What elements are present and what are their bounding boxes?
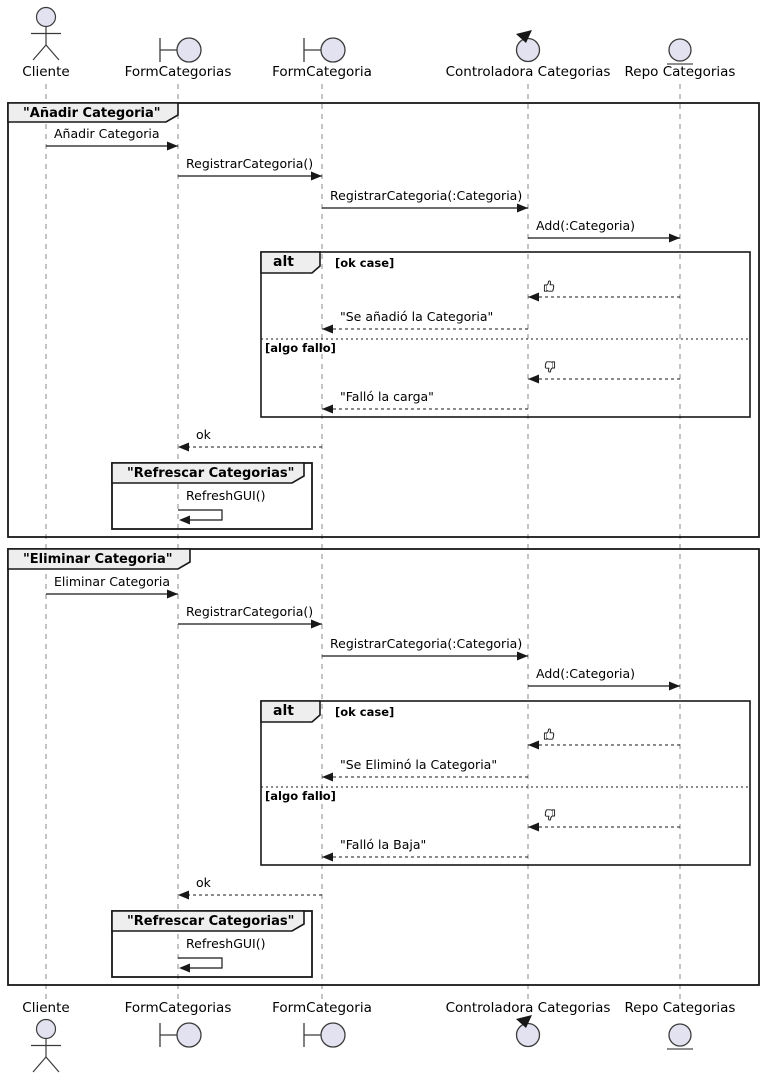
actor-icon xyxy=(35,6,57,28)
message-label: "Se Eliminó la Categoria" xyxy=(340,757,498,772)
message-label: Eliminar Categoria xyxy=(54,574,171,589)
alt-frame-border xyxy=(260,251,751,418)
alt-frame-border xyxy=(260,700,751,866)
arrowhead-icon xyxy=(528,822,539,832)
arrowhead-icon xyxy=(322,772,333,782)
boundary-icon xyxy=(176,37,202,63)
participant-label-top: FormCategoria xyxy=(272,64,372,80)
arrowhead-icon xyxy=(311,171,322,181)
arrowhead-icon xyxy=(517,203,528,213)
frame-title-tab xyxy=(7,548,191,570)
participant-label-bottom: FormCategorias xyxy=(124,1000,232,1016)
control-icon xyxy=(516,30,532,43)
arrowhead-icon xyxy=(528,374,539,384)
alt-guard-label: [ok case] xyxy=(335,705,395,719)
message-label: RegistrarCategoria(:Categoria) xyxy=(330,188,523,203)
boundary-icon xyxy=(176,1022,202,1048)
arrowhead-icon xyxy=(311,619,322,629)
self-message-line xyxy=(178,957,223,969)
message-label: Añadir Categoria xyxy=(54,126,160,141)
message-label: "Se añadió la Categoria" xyxy=(340,309,494,324)
message-label: "Falló la Baja" xyxy=(340,837,427,852)
participant-label-bottom: Cliente xyxy=(22,1000,70,1016)
alt-operator-label: alt xyxy=(273,703,294,719)
arrowhead-icon xyxy=(322,852,333,862)
frame-title: "Refrescar Categorias" xyxy=(127,466,295,481)
control-icon xyxy=(516,1015,532,1028)
message-label: RegistrarCategoria() xyxy=(186,604,314,619)
arrowhead-icon xyxy=(322,404,333,414)
thumbs-up-icon xyxy=(543,280,555,292)
alt-guard-label: [ok case] xyxy=(335,256,395,270)
actor-icon xyxy=(35,1018,57,1040)
arrowhead-icon xyxy=(322,324,333,334)
message-label: RegistrarCategoria(:Categoria) xyxy=(330,636,523,651)
message-label: Add(:Categoria) xyxy=(536,666,635,681)
arrowhead-icon xyxy=(179,963,190,973)
arrowhead-icon xyxy=(179,515,190,525)
actor-icon xyxy=(32,1056,47,1073)
message-label: Add(:Categoria) xyxy=(536,218,635,233)
frame-title: "Añadir Categoria" xyxy=(23,106,161,121)
actor-icon xyxy=(45,1056,60,1073)
boundary-icon xyxy=(320,1022,346,1048)
participant-label-top: Cliente xyxy=(22,64,70,80)
participant-label-top: FormCategorias xyxy=(124,64,232,80)
frame-title-tab xyxy=(111,462,305,484)
message-label: ok xyxy=(196,875,211,890)
participant-label-bottom: FormCategoria xyxy=(272,1000,372,1016)
control-icon xyxy=(515,37,541,63)
frame-title-tab xyxy=(7,102,179,123)
arrowhead-icon xyxy=(528,740,539,750)
message-label: RefreshGUI() xyxy=(186,488,266,503)
self-message-line xyxy=(178,509,223,521)
entity-icon xyxy=(668,38,692,62)
arrowhead-icon xyxy=(517,651,528,661)
alt-guard-label: [algo fallo] xyxy=(265,341,336,355)
message-label: "Falló la carga" xyxy=(340,389,434,404)
actor-icon xyxy=(32,44,47,61)
boundary-icon xyxy=(320,37,346,63)
message-label: ok xyxy=(196,427,211,442)
message-label: RegistrarCategoria() xyxy=(186,156,314,171)
message-label: RefreshGUI() xyxy=(186,936,266,951)
frame-title: "Eliminar Categoria" xyxy=(23,552,173,567)
arrowhead-icon xyxy=(528,292,539,302)
arrowhead-icon xyxy=(178,890,189,900)
alt-guard-label: [algo fallo] xyxy=(265,789,336,803)
participant-label-top: Repo Categorias xyxy=(624,64,736,80)
thumbs-up-icon xyxy=(543,728,555,740)
frame-border xyxy=(7,548,760,986)
alt-title-tab xyxy=(260,700,321,723)
arrowhead-icon xyxy=(669,233,680,243)
arrowhead-icon xyxy=(178,442,189,452)
control-icon xyxy=(515,1022,541,1048)
thumbs-down-icon xyxy=(544,809,556,821)
arrowhead-icon xyxy=(669,681,680,691)
alt-title-tab xyxy=(260,251,321,274)
participant-label-top: Controladora Categorias xyxy=(445,64,611,80)
frame-border xyxy=(7,102,760,538)
thumbs-down-icon xyxy=(544,361,556,373)
arrowhead-icon xyxy=(167,141,178,151)
participant-label-bottom: Repo Categorias xyxy=(624,1000,736,1016)
alt-operator-label: alt xyxy=(273,254,294,270)
entity-icon xyxy=(668,1023,692,1047)
arrowhead-icon xyxy=(167,589,178,599)
actor-icon xyxy=(45,44,60,61)
frame-title: "Refrescar Categorias" xyxy=(127,914,295,929)
participant-label-bottom: Controladora Categorias xyxy=(445,1000,611,1016)
frame-title-tab xyxy=(111,910,305,932)
